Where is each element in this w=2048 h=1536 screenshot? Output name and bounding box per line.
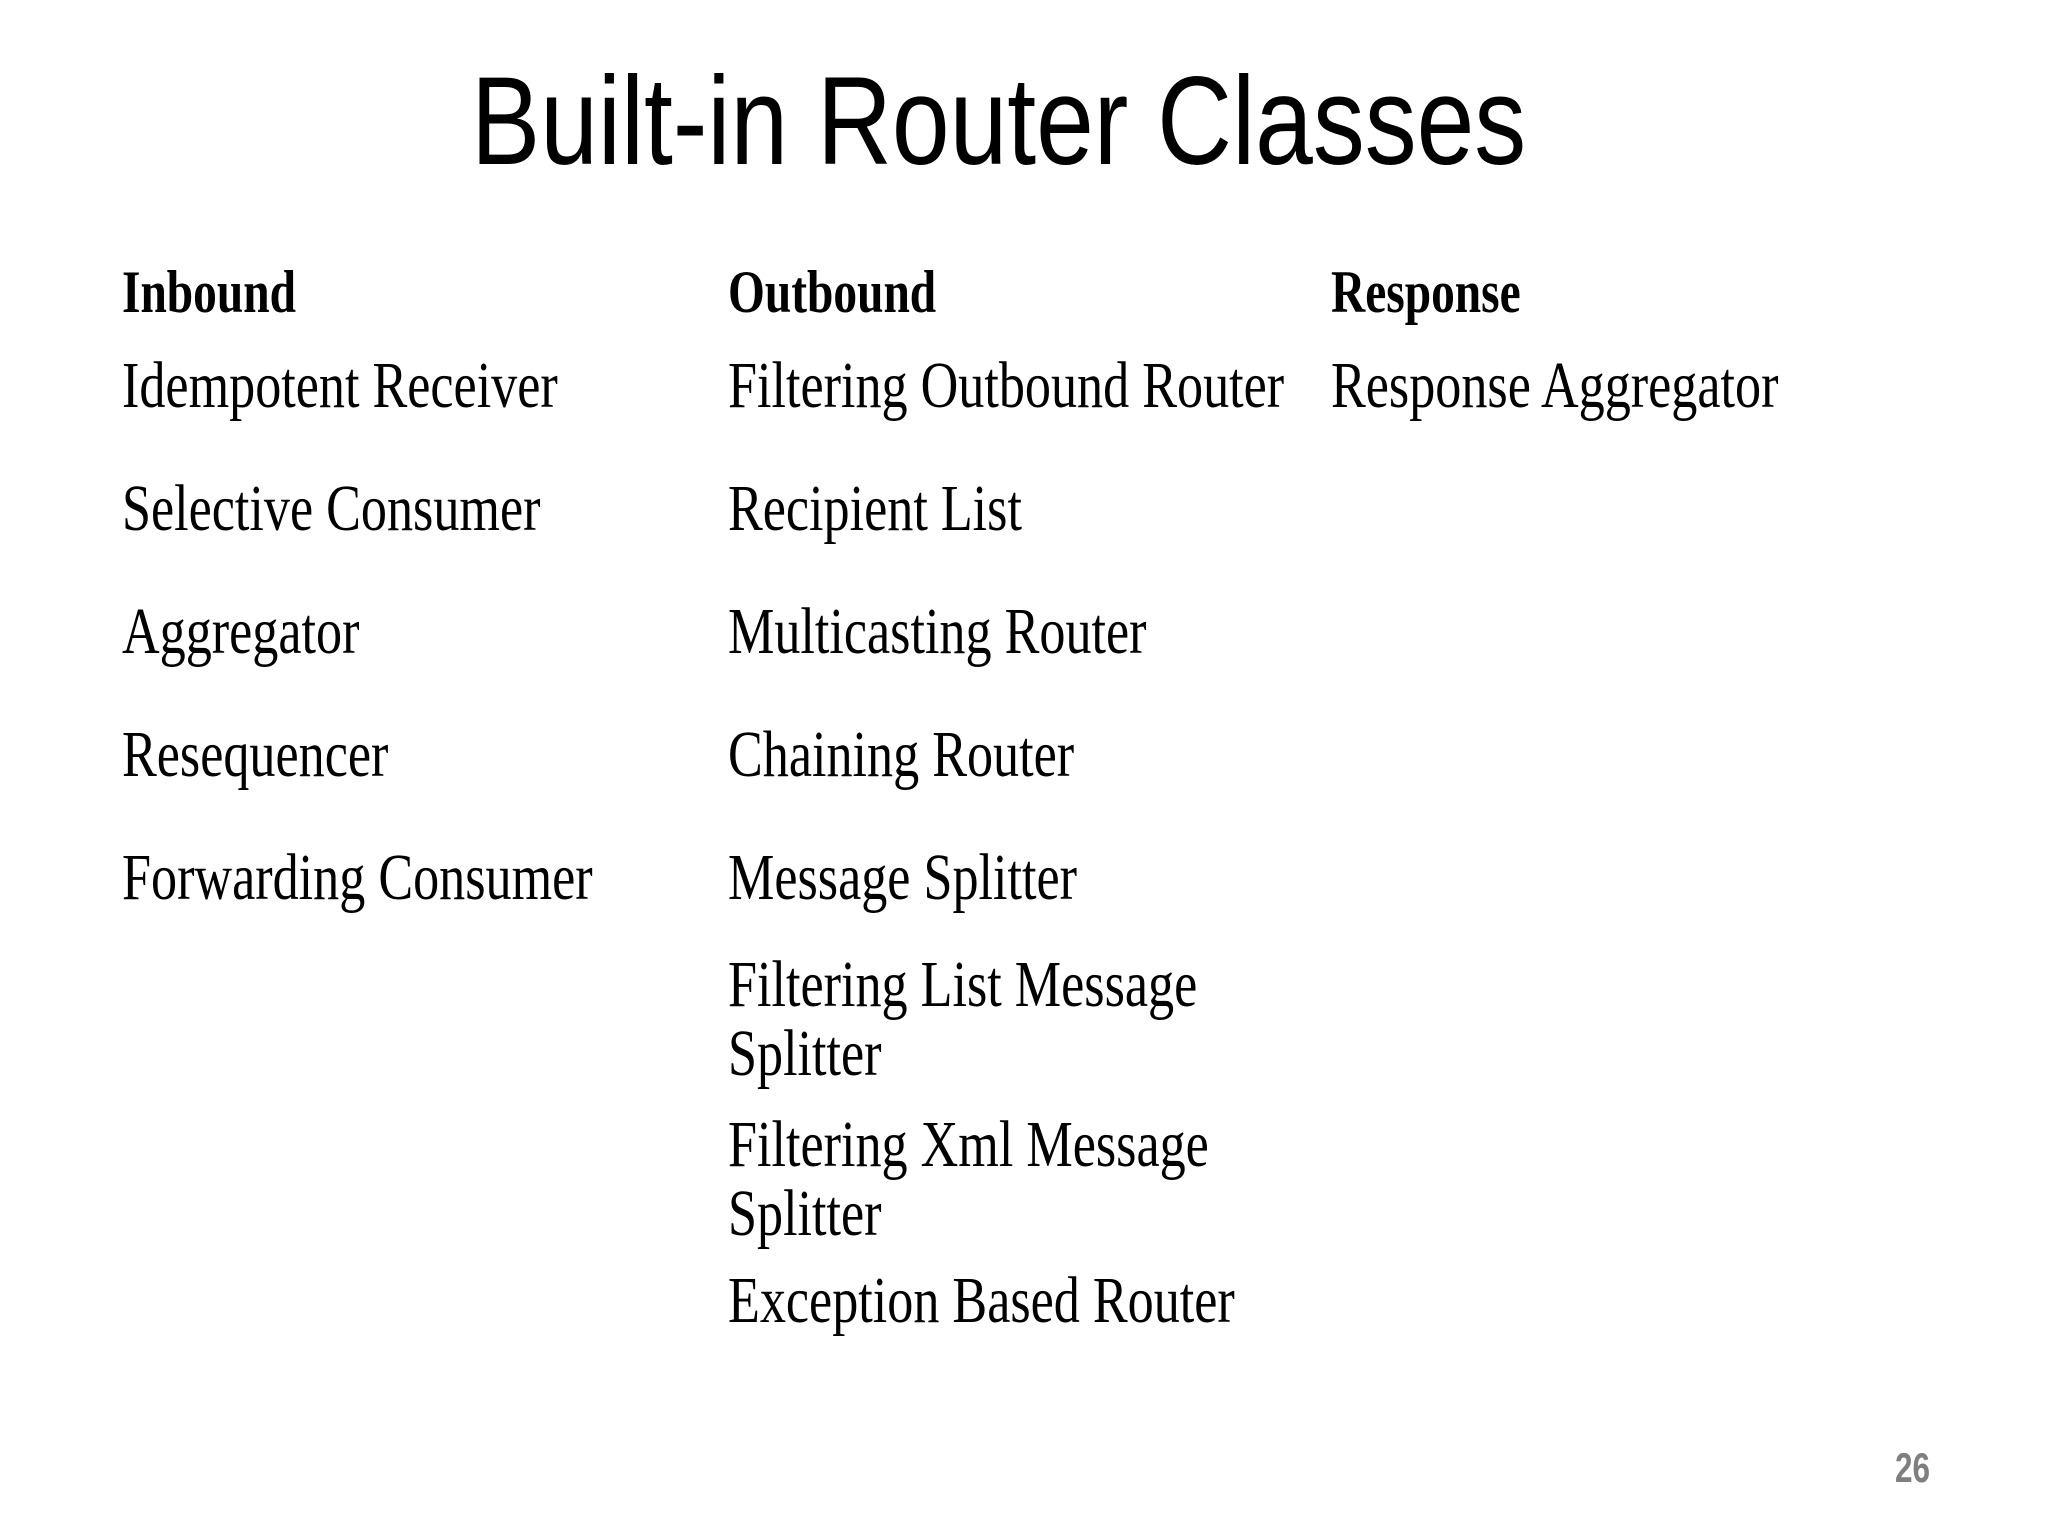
list-item: Filtering Outbound Router xyxy=(728,349,1285,422)
list-item: Idempotent Receiver xyxy=(122,349,558,422)
column-header: Inbound xyxy=(122,259,296,325)
list-item: Multicasting Router xyxy=(728,595,1147,668)
list-item: Filtering List Message Splitter xyxy=(728,948,1198,1090)
list-item: Aggregator xyxy=(122,595,360,668)
list-item: Resequencer xyxy=(122,718,389,791)
list-item: Message Splitter xyxy=(728,841,1077,914)
column-header: Response xyxy=(1331,259,1521,325)
page-number: 26 xyxy=(1895,1444,1931,1491)
list-item: Selective Consumer xyxy=(122,472,541,545)
list-item: Forwarding Consumer xyxy=(122,841,593,914)
list-item: Chaining Router xyxy=(728,718,1075,791)
list-item: Recipient List xyxy=(728,472,1022,545)
list-item: Filtering Xml Message Splitter xyxy=(728,1108,1209,1250)
list-item: Exception Based Router xyxy=(728,1264,1235,1337)
slide-title: Built-in Router Classes xyxy=(471,52,1527,191)
list-item: Response Aggregator xyxy=(1331,349,1779,422)
column-header: Outbound xyxy=(728,259,937,325)
